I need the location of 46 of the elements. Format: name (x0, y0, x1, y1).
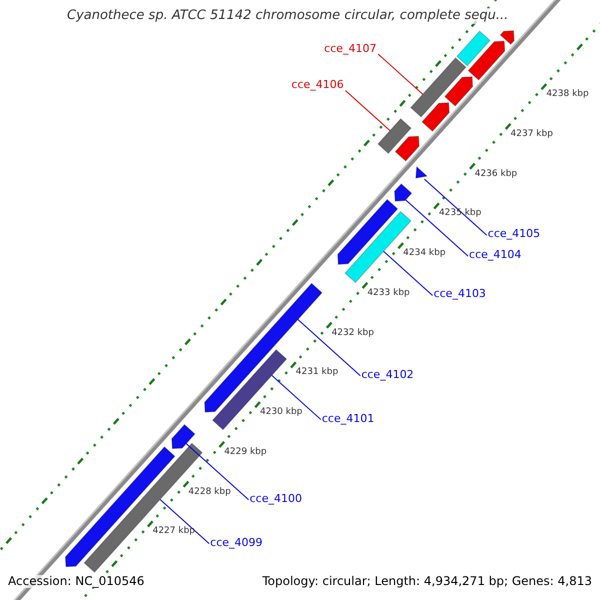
gene-label: cce_4101 (322, 412, 374, 425)
leader-line (424, 178, 488, 236)
gene-feature (410, 57, 466, 118)
scale-label: 4237 kbp (510, 130, 553, 140)
scale-label: 4231 kbp (296, 368, 338, 378)
gene-label: cce_4100 (250, 492, 302, 505)
scale-label: 4234 kbp (403, 249, 446, 259)
scale-label: 4236 kbp (474, 170, 518, 180)
leader-line (186, 443, 250, 500)
gene-label: cce_4104 (469, 249, 522, 262)
leader-line (405, 199, 469, 257)
scale-label: 4235 kbp (438, 209, 482, 220)
gene-feature (456, 30, 491, 66)
gene-feature (422, 102, 450, 132)
gene-feature (444, 76, 474, 107)
gene-feature (468, 40, 506, 81)
gene-feature (394, 183, 412, 202)
gene-feature (394, 136, 420, 162)
gene-feature (65, 446, 176, 568)
gene-feature (500, 30, 514, 45)
leader-line (160, 498, 210, 544)
gene-label: cce_4106 (291, 79, 344, 92)
scale-label: 4232 kbp (332, 328, 374, 338)
leader-line (297, 319, 361, 376)
gene-label: cce_4102 (361, 368, 414, 381)
scale-label: 4227 kbp (152, 527, 195, 538)
gene-feature (212, 349, 288, 430)
genome-stats-text: Topology: circular; Length: 4,934,271 bp; Genes: 4,813 (262, 575, 592, 588)
gene-label: cce_4107 (324, 43, 377, 56)
leader-line (383, 250, 434, 296)
scale-label: 4229 kbp (224, 448, 267, 458)
gene-label: cce_4099 (210, 536, 262, 549)
scale-label: 4238 kbp (546, 90, 589, 100)
gene-feature (337, 198, 398, 265)
gene-feature (415, 166, 428, 179)
leader-line (378, 54, 424, 95)
accession-text: Accession: NC_010546 (8, 575, 144, 588)
gene-feature (377, 118, 412, 154)
scale-label: 4228 kbp (188, 488, 231, 498)
gene-label: cce_4105 (488, 228, 540, 240)
gene-feature (171, 424, 196, 449)
scale-label: 4233 kbp (367, 288, 410, 299)
leader-line (271, 374, 322, 420)
gene-label: cce_4103 (434, 288, 486, 301)
leader-line (344, 90, 390, 132)
scale-label: 4230 kbp (260, 408, 302, 418)
